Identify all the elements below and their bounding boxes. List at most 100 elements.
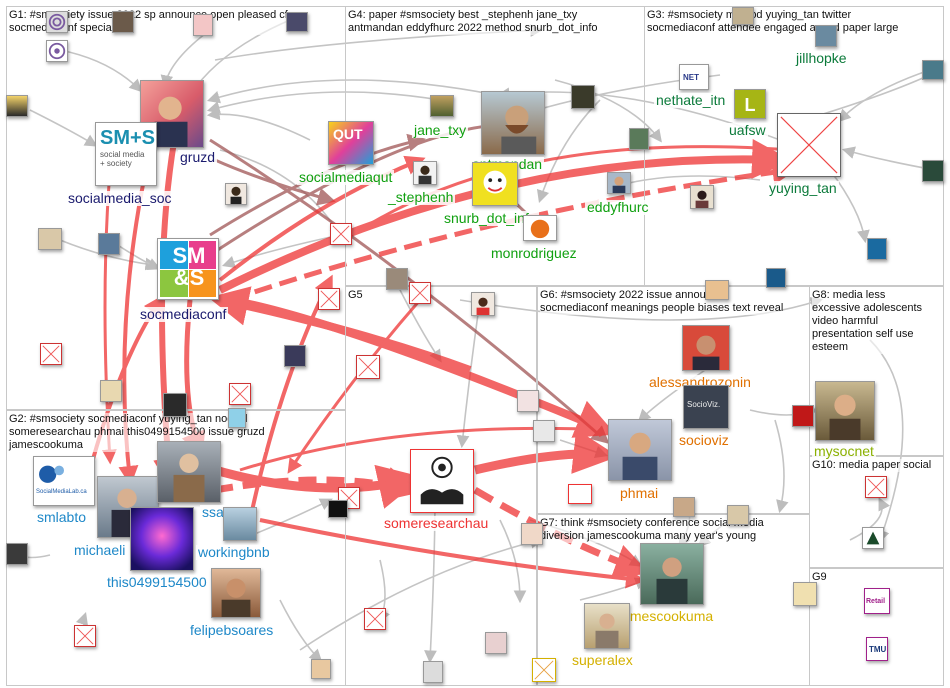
label-eddyfhurc: eddyfhurc (585, 199, 651, 215)
group-g7-label: G7: think #smsociety conference social m… (540, 517, 764, 543)
avatar-jane-txy[interactable] (430, 95, 454, 117)
placeholder-g1-b[interactable] (318, 288, 340, 310)
avatar-g1-m[interactable] (228, 408, 246, 428)
logo-someresearchau[interactable] (410, 449, 474, 513)
placeholder-g5-a[interactable] (356, 355, 380, 379)
label-jane-txy: jane_txy (412, 122, 469, 138)
placeholder-g1-c[interactable] (40, 343, 62, 365)
avatar-g4-d[interactable] (690, 185, 714, 209)
avatar-g2-a[interactable] (6, 543, 28, 565)
avatar-jillhopke[interactable] (815, 25, 837, 47)
avatar-g5-c[interactable] (533, 420, 555, 442)
placeholder-g1-a[interactable] (330, 223, 352, 245)
group-g3-label: G3: #smsociety method yuying_tan twitter… (647, 9, 899, 35)
avatar-stephenh[interactable] (413, 161, 437, 185)
avatar-g6-b[interactable] (673, 497, 695, 517)
label-ssar: ssar (200, 504, 231, 520)
qut-logo-text: QUT (333, 126, 363, 142)
placeholder-g10-a[interactable] (865, 476, 887, 498)
label-socmediaconf: socmediaconf (138, 306, 229, 322)
placeholder-g5-c[interactable] (364, 608, 386, 630)
placeholder-g4-a[interactable] (409, 282, 431, 304)
uafsw-logo-text: L (744, 95, 756, 115)
logo-socmediaconf[interactable]: SM &S (157, 238, 219, 300)
avatar-eddyfhurc[interactable] (607, 172, 631, 194)
avatar-g1-i[interactable] (98, 233, 120, 255)
avatar-g1-c[interactable] (193, 14, 213, 36)
avatar-g1-g[interactable] (225, 183, 247, 205)
label-snurb-dot-info: snurb_dot_info (442, 210, 539, 226)
avatar-g9-a[interactable] (793, 582, 817, 606)
avatar-g4-a[interactable] (571, 85, 595, 109)
placeholder-g2-a[interactable] (74, 625, 96, 647)
label-monrodriguez: monrodriguez (489, 245, 579, 261)
avatar-g4-c[interactable] (386, 268, 408, 290)
label-gruzd: gruzd (178, 149, 218, 165)
avatar-g5-e[interactable] (521, 523, 543, 545)
avatar-g5-a[interactable] (471, 292, 495, 316)
avatar-g4-b[interactable] (629, 128, 649, 150)
logo-tmu[interactable]: TMU (866, 637, 888, 661)
avatar-g1-e[interactable] (46, 40, 68, 62)
avatar-g1-k[interactable] (100, 380, 122, 402)
avatar-g6-c[interactable] (727, 505, 749, 525)
logo-g10-b[interactable] (862, 527, 884, 549)
logo-retail[interactable]: Retail (864, 588, 890, 614)
logo-nethate-itn[interactable]: NET (679, 64, 709, 90)
logo-g3-d[interactable] (867, 238, 887, 260)
avatar-workingbnb[interactable] (223, 507, 257, 541)
avatar-g3-b[interactable] (922, 60, 944, 80)
avatar-g1-j[interactable] (284, 345, 306, 367)
avatar-antmandan[interactable] (481, 91, 545, 155)
avatar-g8-a[interactable] (792, 405, 814, 427)
logo-socialmedia-soc[interactable]: SM+S social media + society (95, 122, 157, 186)
label-smlabto: smlabto (35, 509, 89, 525)
avatar-g1-d[interactable] (286, 12, 308, 32)
avatar-g3-c[interactable] (922, 160, 944, 182)
group-g5-box (345, 286, 537, 686)
placeholder-g7-a[interactable] (532, 658, 556, 682)
tmu-logo-text: TMU (869, 645, 887, 654)
avatar-alessandrozonin[interactable] (682, 325, 730, 371)
logo-socialmediaqut[interactable]: QUT (328, 121, 374, 165)
avatar-snurb-dot-info[interactable] (472, 162, 518, 206)
avatar-g2-b[interactable] (311, 659, 331, 679)
label-uafsw: uafsw (727, 122, 768, 138)
avatar-g5-g[interactable] (423, 661, 443, 683)
avatar-g3-f[interactable] (705, 280, 729, 300)
avatar-g5-f[interactable] (485, 632, 507, 654)
avatar-g1-h[interactable] (38, 228, 62, 250)
group-g9-label: G9 (812, 571, 827, 584)
avatar-g6-a[interactable] (568, 484, 592, 504)
avatar-superalex[interactable] (584, 603, 630, 649)
avatar-g1-b[interactable] (112, 11, 134, 33)
avatar-felipebsoares[interactable] (211, 568, 261, 618)
avatar-g1-a[interactable] (46, 11, 68, 33)
avatar-monrodriguez[interactable] (523, 215, 557, 241)
avatar-g5-b[interactable] (517, 390, 539, 412)
group-g8-box (809, 286, 944, 456)
label-someresearchau: someresearchau (382, 515, 491, 531)
label-yuying-tan: yuying_tan (767, 180, 839, 196)
label-phmai: phmai (618, 485, 661, 501)
label-michaeli: michaeli (72, 542, 128, 558)
avatar-g1-f[interactable] (6, 95, 28, 117)
avatar-phmai[interactable] (608, 419, 672, 481)
logo-smlabto[interactable]: SocialMediaLab.ca (33, 456, 95, 506)
avatar-g3-a[interactable] (732, 7, 754, 25)
label-socialmediaqut: socialmediaqut (297, 169, 395, 185)
avatar-this0499154500[interactable] (130, 507, 194, 571)
label-felipebsoares: felipebsoares (188, 622, 276, 638)
avatar-ssar[interactable] (157, 441, 221, 503)
placeholder-g1-d[interactable] (229, 383, 251, 405)
avatar-mysocnet[interactable] (815, 381, 875, 441)
logo-g3-e[interactable] (766, 268, 786, 288)
logo-uafsw[interactable]: L (734, 89, 766, 119)
avatar-g5-d[interactable] (328, 500, 348, 518)
avatar-g1-l[interactable] (163, 393, 187, 417)
retail-logo-text: Retail (866, 598, 886, 605)
placeholder-yuying-tan[interactable] (777, 113, 841, 177)
avatar-jamescookuma[interactable] (640, 543, 704, 605)
logo-socioviz[interactable]: SocioViz. (683, 385, 729, 429)
